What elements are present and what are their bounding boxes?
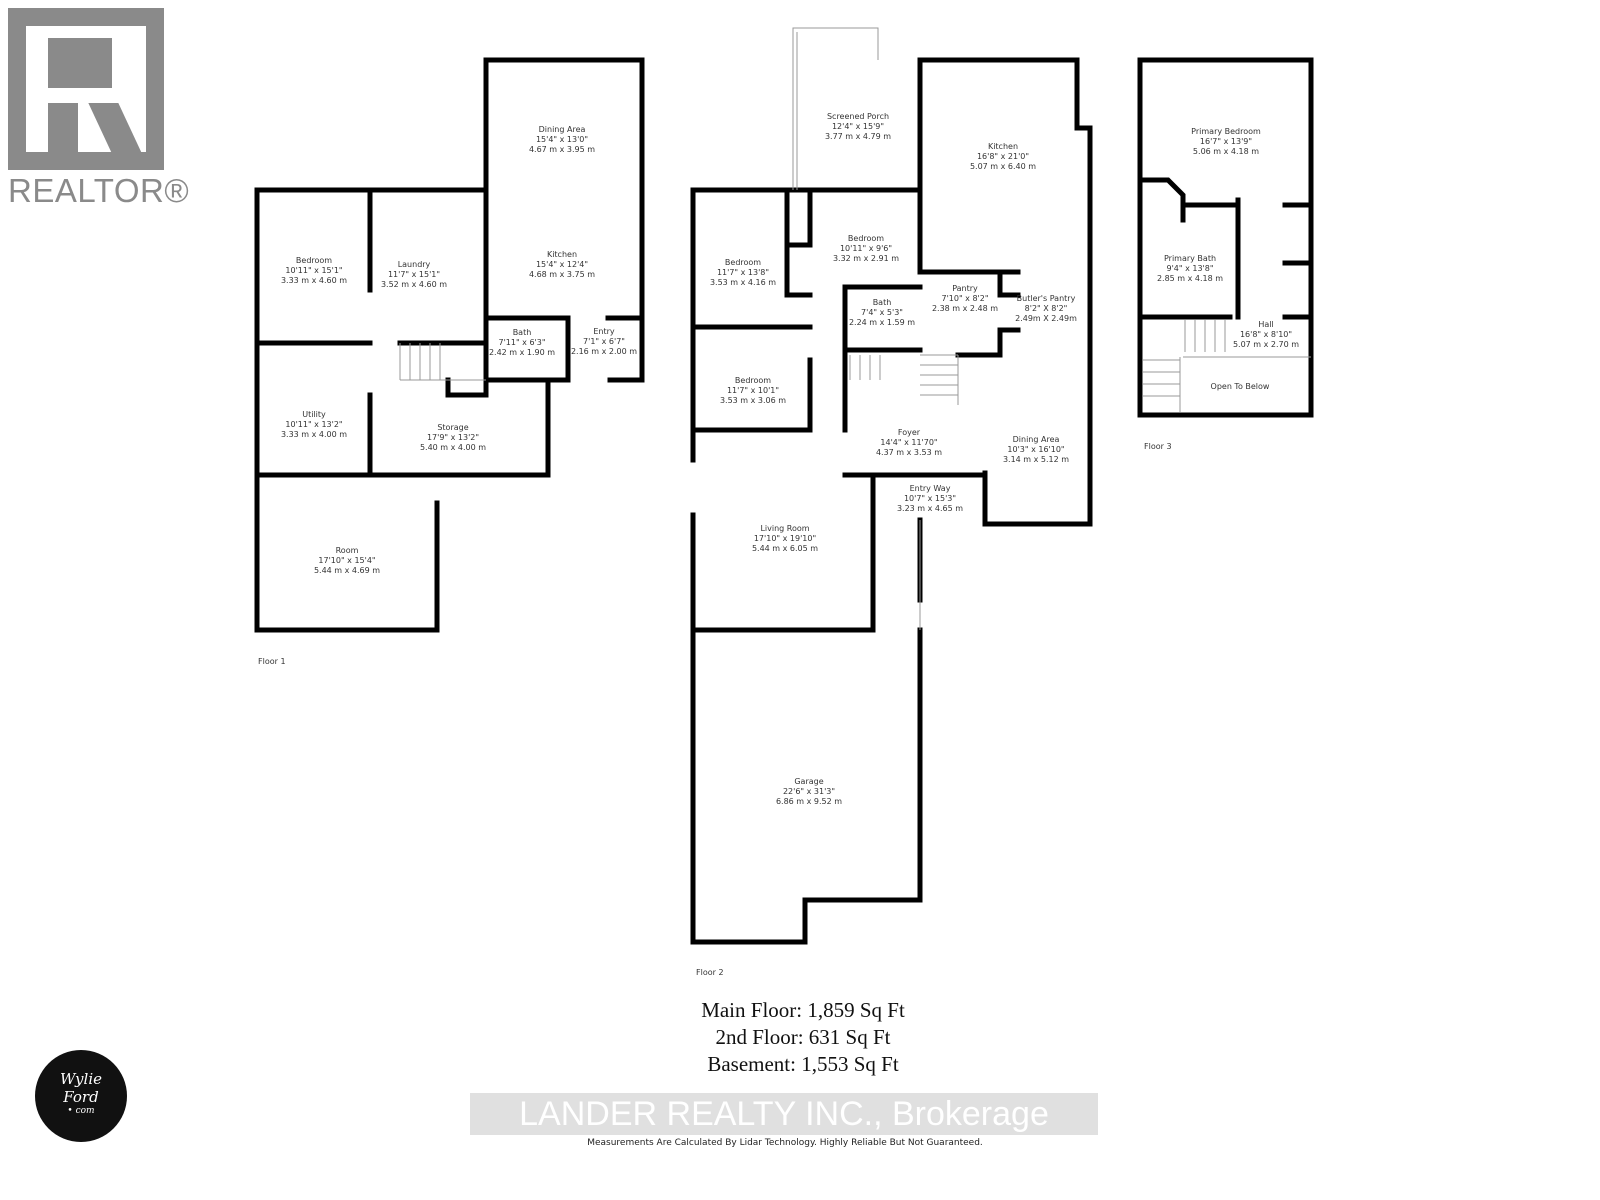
second-floor-total: 2nd Floor: 631 Sq Ft: [715, 1025, 891, 1049]
main-floor-total: Main Floor: 1,859 Sq Ft: [701, 998, 905, 1022]
logo-line-2: Ford: [63, 1088, 99, 1106]
floor-1-stairs: [399, 343, 486, 381]
logo-line-3: • com: [67, 1106, 95, 1116]
basement-total: Basement: 1,553 Sq Ft: [707, 1052, 899, 1076]
square-footage-totals: Main Floor: 1,859 Sq Ft 2nd Floor: 631 S…: [603, 997, 1003, 1078]
floor-2-label: Floor 2: [696, 968, 724, 977]
floor-1-label: Floor 1: [258, 657, 286, 666]
realtor-r-icon: [8, 8, 164, 170]
floor-3-walls: [1137, 57, 1314, 418]
floor-3-stairs: [1143, 320, 1311, 412]
measurement-disclaimer: Measurements Are Calculated By Lidar Tec…: [587, 1138, 983, 1148]
floor-2-walls: [690, 57, 1093, 945]
realtor-logo: REALTOR®: [8, 8, 190, 210]
brokerage-watermark: LANDER REALTY INC., Brokerage: [470, 1093, 1098, 1135]
realtor-wordmark: REALTOR®: [8, 172, 190, 209]
floor-3-label: Floor 3: [1144, 442, 1172, 451]
room-label-f3-open-to-below: Open To Below: [1210, 382, 1270, 391]
floor-2-porch-and-stairs: [792, 27, 959, 630]
wylie-ford-logo: Wylie Ford • com: [35, 1050, 127, 1142]
logo-line-1: Wylie: [59, 1070, 103, 1088]
